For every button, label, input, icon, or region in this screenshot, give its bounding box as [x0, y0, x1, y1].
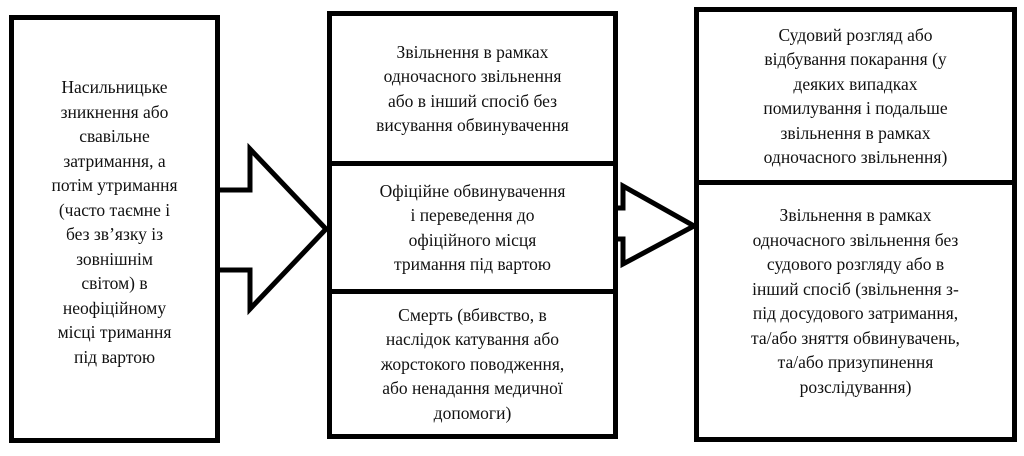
left-box: Насильницьке зникнення або свавільне зат… [9, 15, 220, 443]
arrow-middle-to-right [611, 181, 700, 269]
right-cell-trial: Судовий розгляд або відбування покарання… [763, 24, 948, 168]
middle-cell-release: Звільнення в рамках одночасного звільнен… [376, 41, 569, 136]
right-cell-release-without-trial: Звільнення в рамках одночасного звільнен… [699, 180, 1012, 437]
middle-cell-official-charge: Офіційне обвинувачення і переведення до … [332, 161, 613, 289]
left-box-text: Насильницьке зникнення або свавільне зат… [51, 77, 178, 367]
middle-cell-death: Смерть (вбивство, в наслідок катування а… [332, 289, 613, 434]
middle-box: Звільнення в рамках одночасного звільнен… [327, 11, 618, 439]
arrow-left-to-middle [213, 142, 330, 316]
right-box: Судовий розгляд або відбування покарання… [694, 7, 1017, 442]
